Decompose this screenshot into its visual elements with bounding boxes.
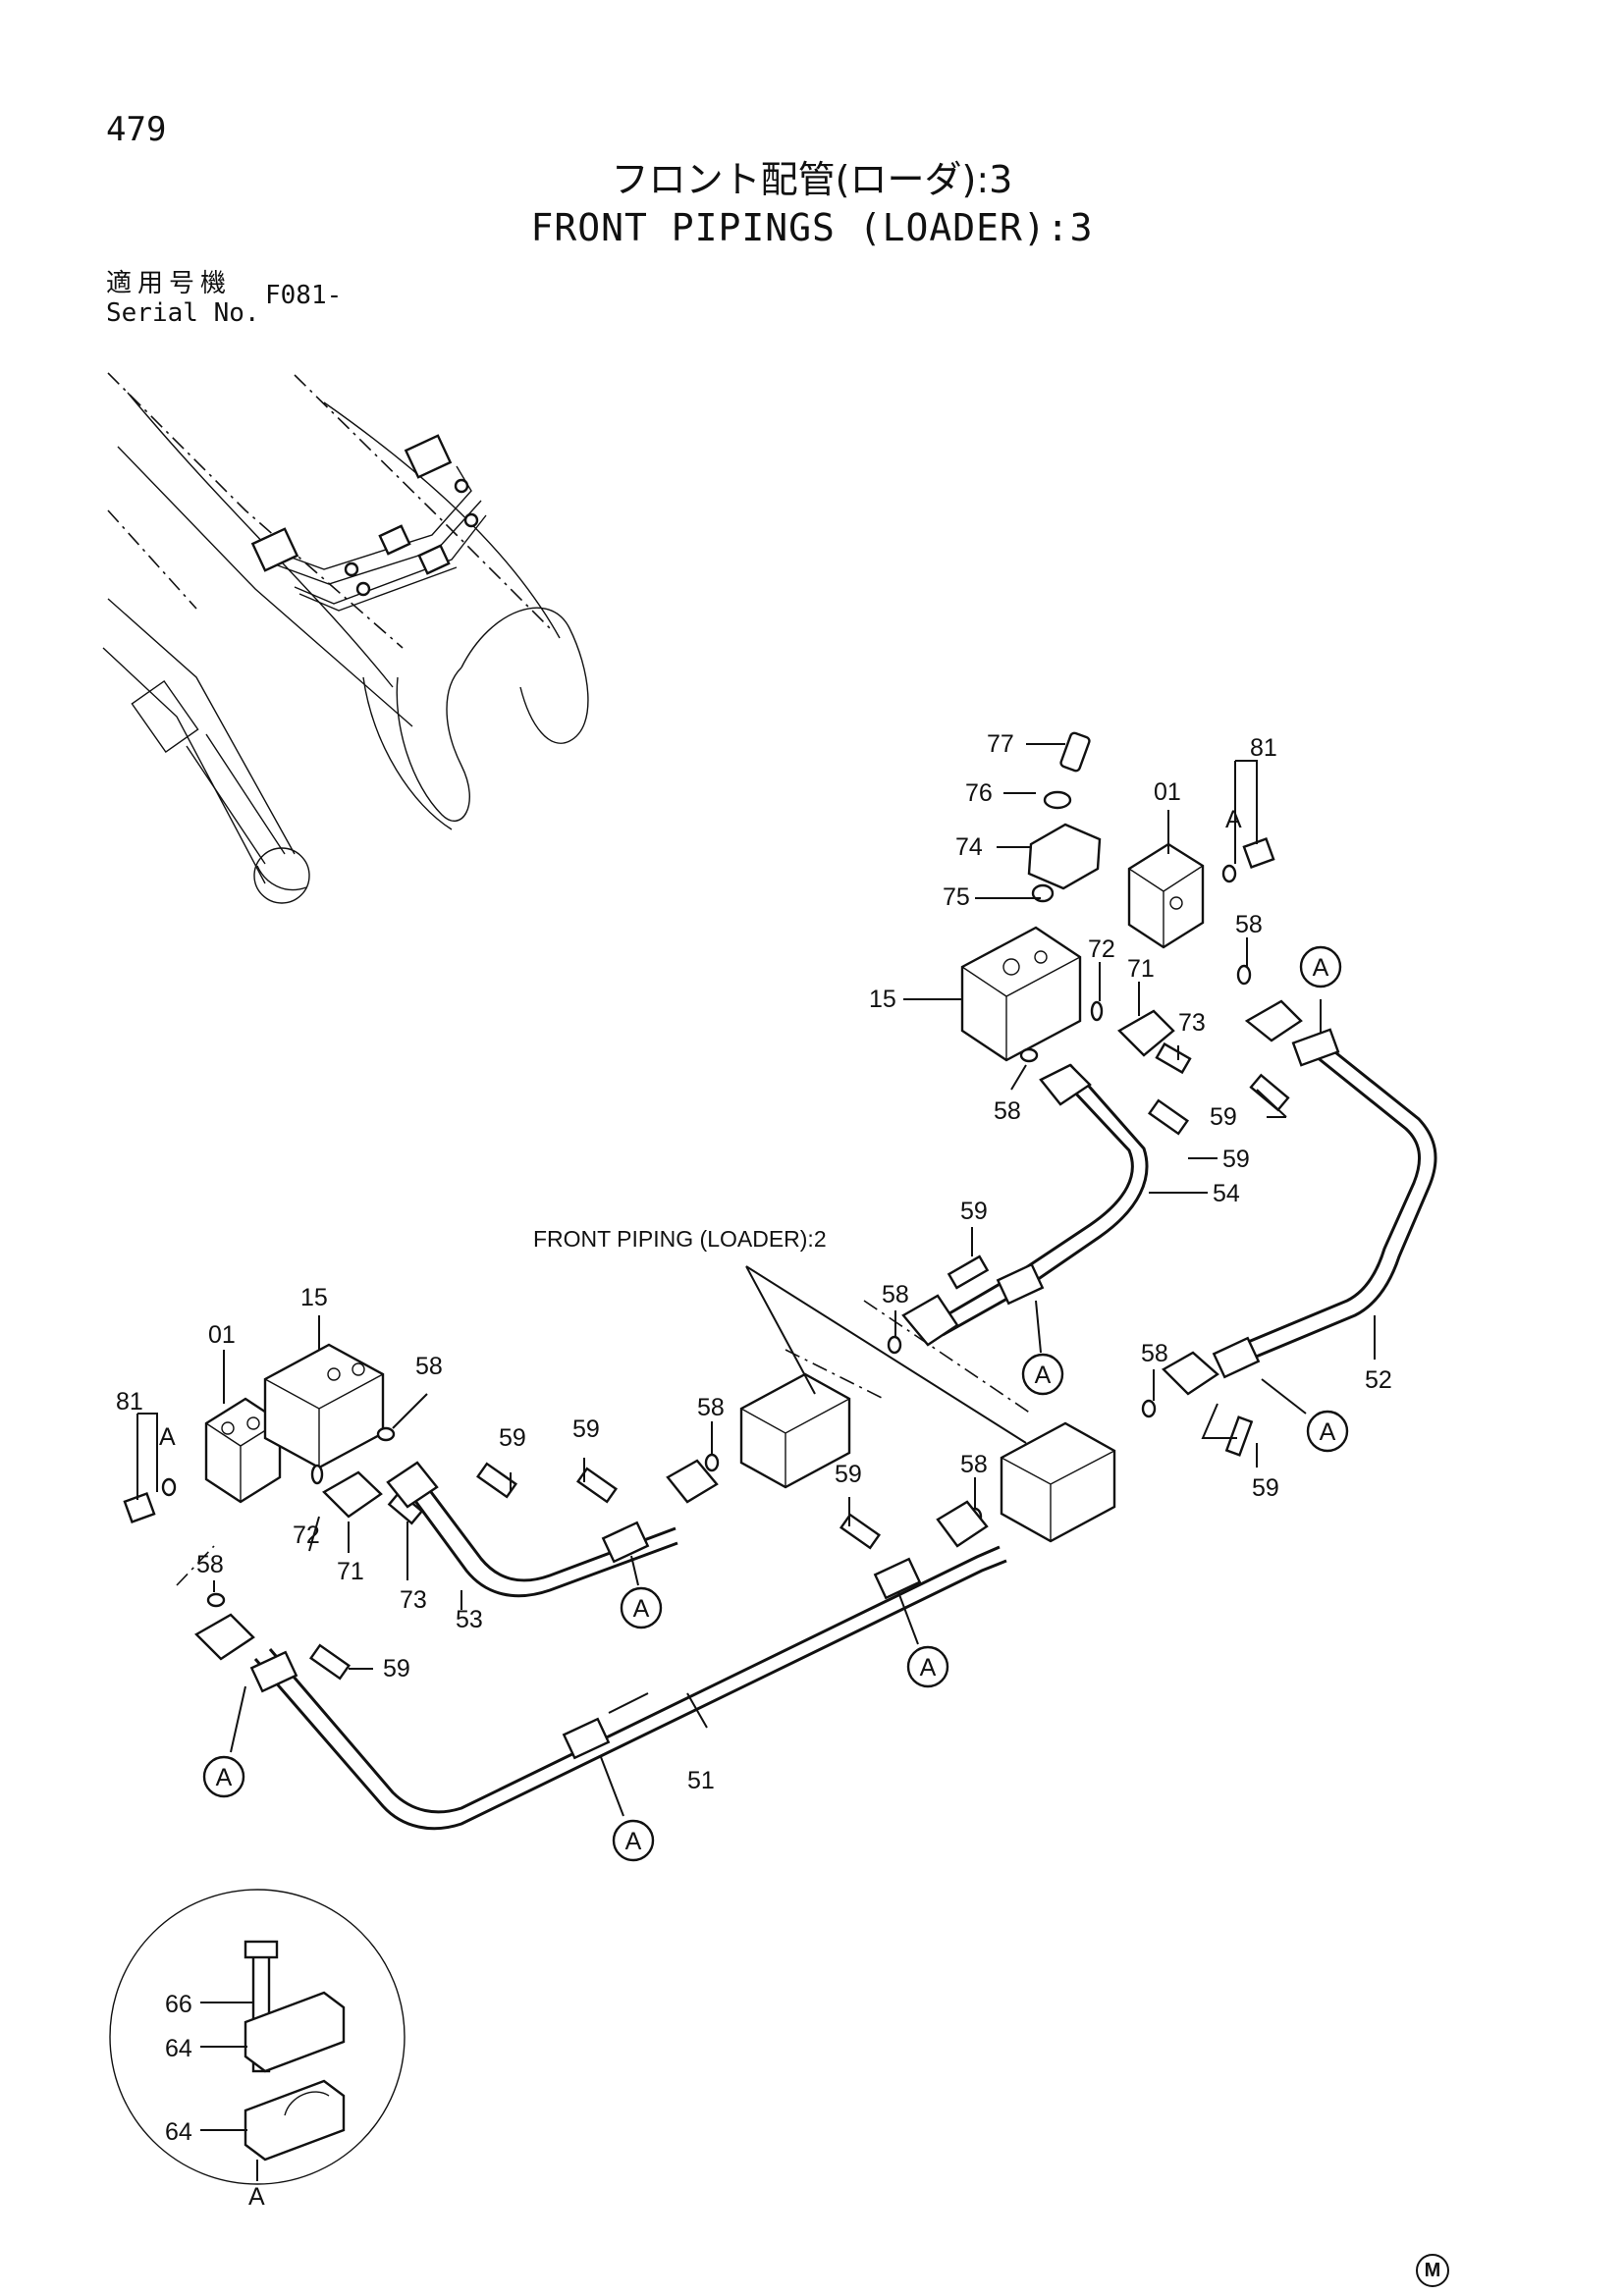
label-74: 74 — [955, 833, 983, 861]
label-58-right-mid: 58 — [994, 1097, 1021, 1125]
callout-a-1: A — [1299, 945, 1342, 1033]
callout-a-letter: A — [1035, 1362, 1052, 1389]
reference-note: FRONT PIPING (LOADER):2 — [533, 1226, 827, 1252]
page-title-jp: フロント配管(ローダ):3 — [611, 158, 1013, 201]
detail-a-callouts: A A A A A A A — [202, 945, 1349, 1862]
label-59-left-d: 59 — [383, 1655, 410, 1682]
label-77: 77 — [987, 730, 1014, 758]
label-52: 52 — [1365, 1366, 1392, 1394]
label-58-left-c: 58 — [697, 1394, 725, 1421]
callout-a-letter: A — [920, 1654, 937, 1682]
label-72-right: 72 — [1088, 935, 1115, 963]
label-a-left: A — [159, 1423, 176, 1451]
leader-lines — [136, 743, 1376, 1729]
label-75: 75 — [943, 883, 970, 911]
serial-label-jp: 適用号機 — [106, 269, 233, 298]
label-66: 66 — [165, 1991, 192, 2018]
footer-mark: M — [1416, 2254, 1449, 2287]
label-58-mid-b: 58 — [1141, 1340, 1168, 1367]
label-59-right-b: 59 — [1222, 1146, 1250, 1173]
label-51: 51 — [687, 1767, 715, 1794]
label-59-left-b: 59 — [572, 1415, 600, 1443]
label-64-bottom: 64 — [165, 2118, 192, 2146]
label-59-right-a: 59 — [1210, 1103, 1237, 1131]
callout-a-letter: A — [633, 1595, 650, 1623]
callout-a-6: A — [202, 1685, 246, 1798]
callout-a-letter: A — [216, 1764, 233, 1791]
label-73-left: 73 — [400, 1586, 427, 1614]
label-71-left: 71 — [337, 1558, 364, 1585]
page-title-en: FRONT PIPINGS (LOADER):3 — [530, 206, 1094, 249]
label-58-mid-a: 58 — [882, 1281, 909, 1308]
detail-caption-a: A — [248, 2183, 265, 2211]
callout-a-7: A — [600, 1756, 655, 1862]
label-15-left: 15 — [300, 1284, 328, 1311]
label-72-left: 72 — [293, 1522, 320, 1549]
label-58-left-e: 58 — [196, 1551, 224, 1578]
callout-a-letter: A — [1320, 1418, 1336, 1446]
callout-a-4: A — [620, 1555, 663, 1629]
part-labels: 77 76 74 75 01 81 A 58 15 72 71 73 58 59… — [116, 730, 1392, 2211]
callout-a-3: A — [1261, 1378, 1349, 1453]
label-59-right-low: 59 — [1252, 1474, 1279, 1502]
label-59-left-c: 59 — [835, 1461, 862, 1488]
callout-a-letter: A — [1313, 954, 1329, 982]
label-81-right: 81 — [1250, 734, 1277, 762]
label-a-right: A — [1225, 806, 1242, 833]
label-54: 54 — [1213, 1180, 1240, 1207]
label-59-left-a: 59 — [499, 1424, 526, 1452]
boom-overview-sketch — [102, 372, 589, 904]
label-58-right-top: 58 — [1235, 911, 1263, 938]
detail-a-clamp — [109, 1889, 406, 2185]
callout-a-2: A — [1021, 1300, 1064, 1396]
label-58-left-d: 58 — [960, 1451, 988, 1478]
label-76: 76 — [965, 779, 993, 807]
serial-label-en: Serial No. — [106, 298, 260, 328]
parts-shapes — [123, 731, 1340, 1760]
label-53: 53 — [456, 1606, 483, 1633]
label-71-right: 71 — [1127, 955, 1155, 983]
label-58-left-a: 58 — [415, 1353, 443, 1380]
callout-a-5: A — [897, 1591, 949, 1688]
label-01-left: 01 — [208, 1321, 236, 1349]
pipe-lines — [176, 1039, 1437, 1831]
label-73-right: 73 — [1178, 1009, 1206, 1037]
label-59-mid-top: 59 — [960, 1198, 988, 1225]
callout-a-letter: A — [625, 1828, 642, 1855]
label-01-right: 01 — [1154, 778, 1181, 806]
label-15-right: 15 — [869, 986, 896, 1013]
label-81-left: 81 — [116, 1388, 143, 1415]
label-64-top: 64 — [165, 2035, 192, 2062]
page-number: 479 — [106, 110, 167, 149]
serial-number: F081- — [265, 281, 343, 310]
